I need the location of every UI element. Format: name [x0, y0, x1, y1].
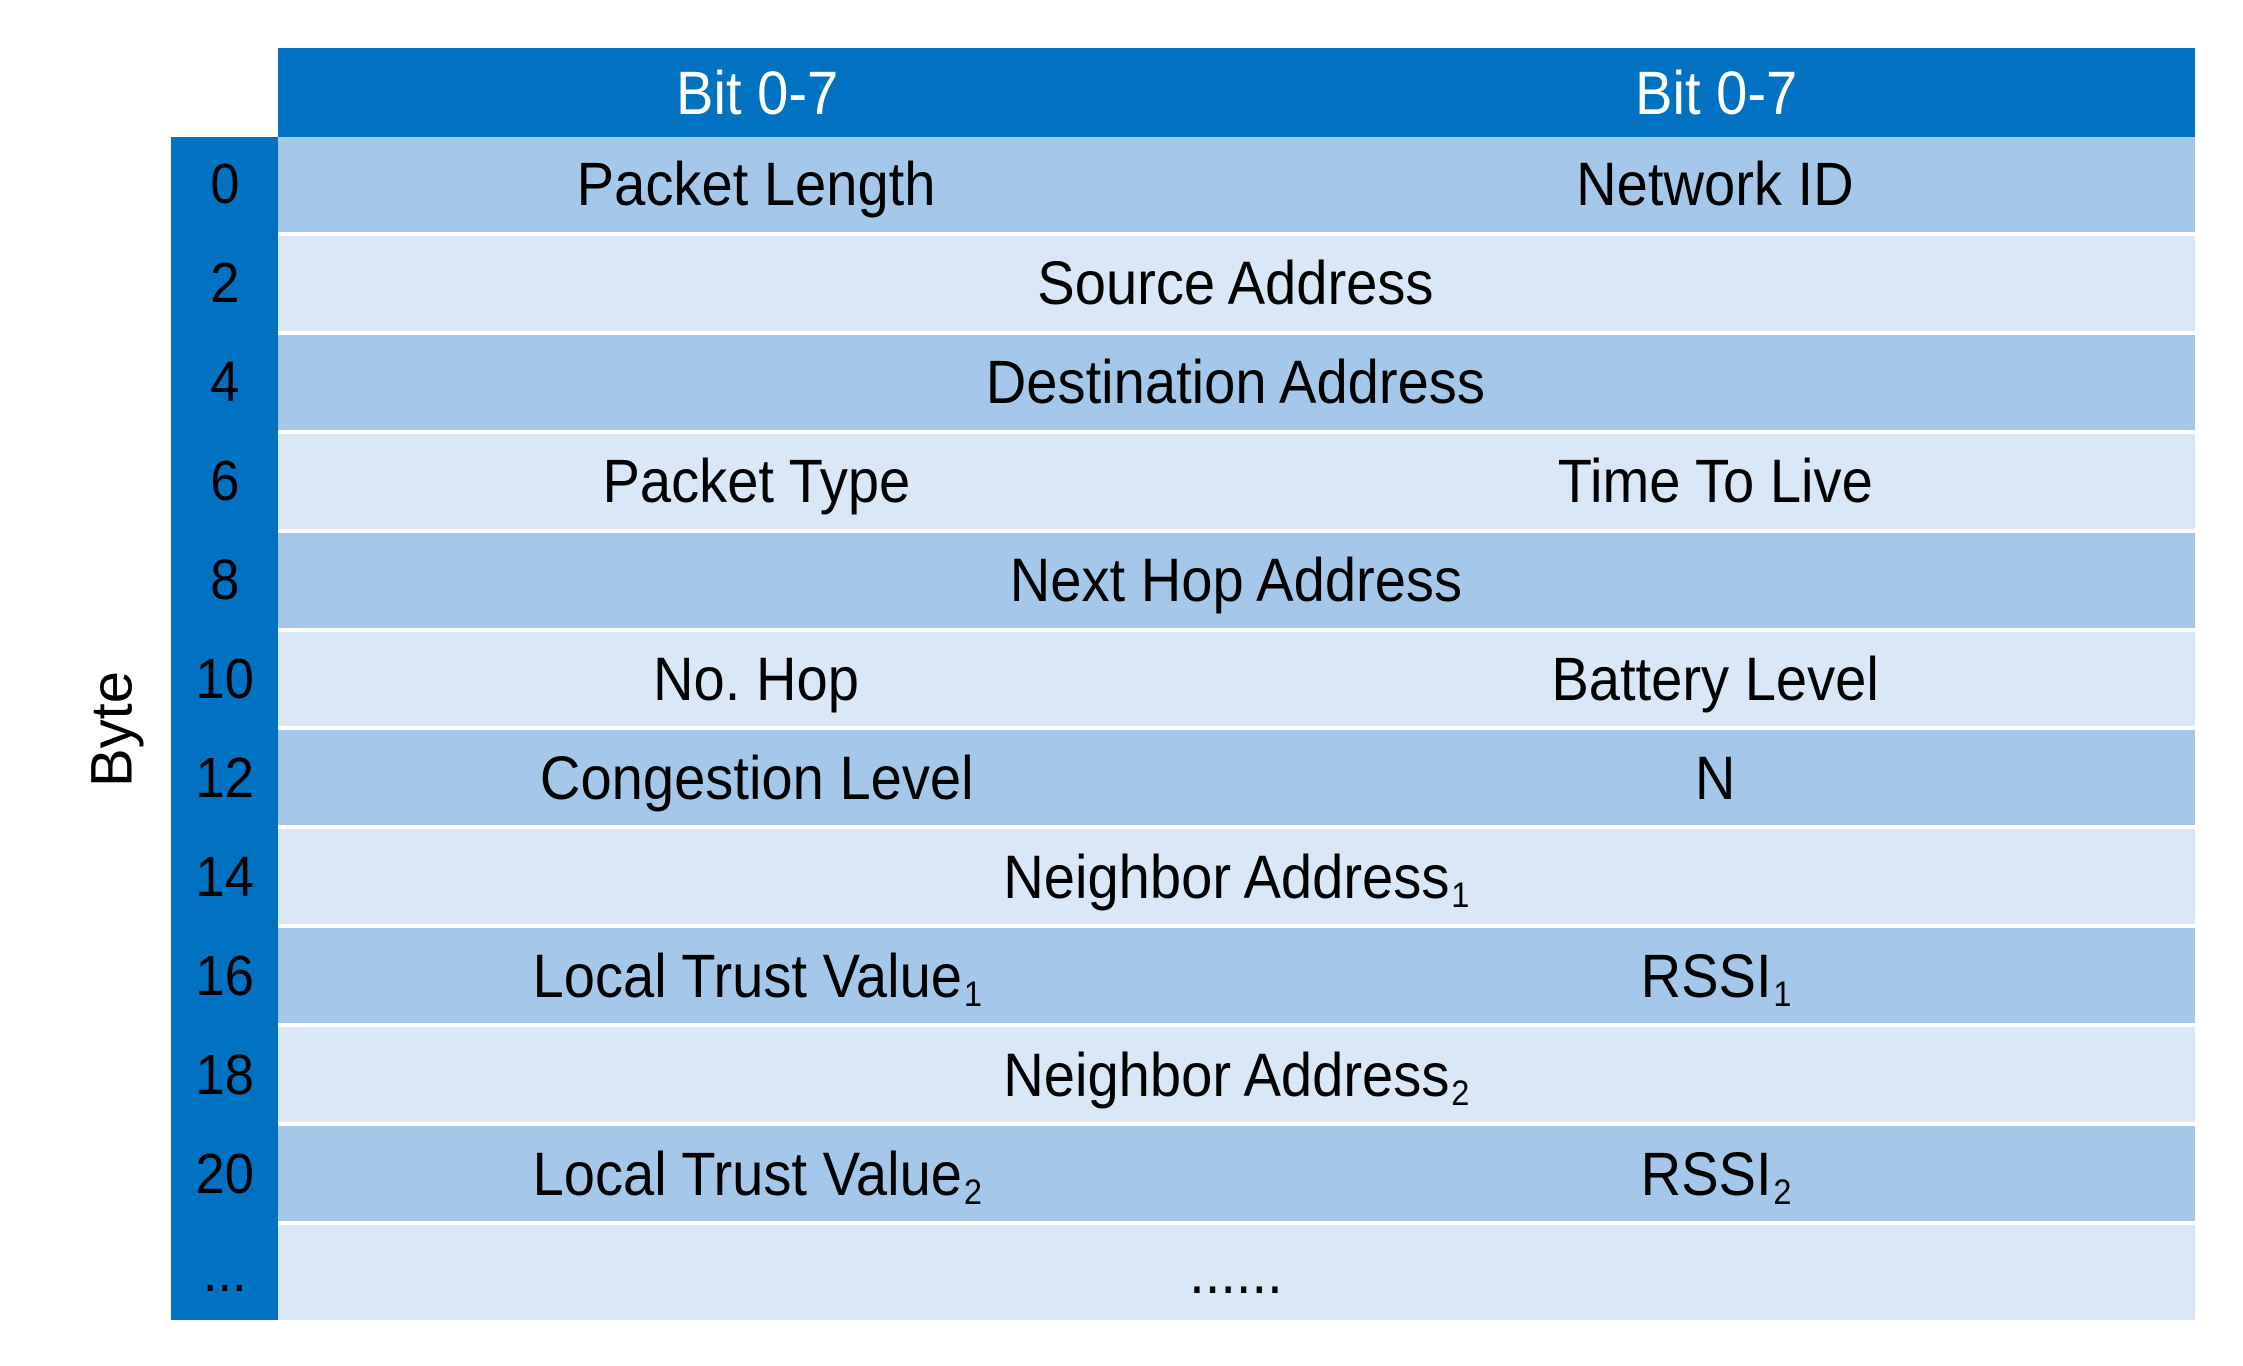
byte-number: 18 [195, 1042, 254, 1107]
header-label: Bit 0-7 [676, 58, 839, 127]
byte-axis-label: Byte [79, 671, 146, 787]
field-cell-next-hop-address: Next Hop Address [1009, 546, 1462, 615]
byte-number: 4 [209, 350, 240, 415]
field-cell-no-hop: No. Hop [653, 644, 860, 713]
table-row-byte-14: Neighbor Address1 [278, 829, 2195, 925]
header-cell-bit-right: Bit 0-7 [1237, 48, 2196, 137]
byte-number: 0 [209, 152, 240, 217]
field-cell-neighbor-address-2: Neighbor Address2 [1003, 1040, 1470, 1113]
byte-number: 14 [195, 844, 254, 909]
field-cell-rssi-2: RSSI2 [1640, 1139, 1792, 1212]
byte-column: 0 2 4 6 8 10 12 14 16 18 20 ... [171, 137, 278, 1320]
table-row-byte-0: Packet Length Network ID [278, 137, 2195, 232]
field-cell-local-trust-value-1: Local Trust Value1 [532, 941, 982, 1014]
field-cell-continuation-dots: ...... [1188, 1238, 1283, 1307]
byte-number: 2 [209, 251, 240, 316]
table-row-byte-4: Destination Address [278, 334, 2195, 430]
byte-number: 12 [195, 745, 254, 810]
table-row-byte-10: No. Hop Battery Level [278, 631, 2195, 727]
field-cell-local-trust-value-2: Local Trust Value2 [532, 1139, 982, 1212]
table-row-byte-18: Neighbor Address2 [278, 1027, 2195, 1123]
byte-number: 10 [195, 646, 254, 711]
field-cell-congestion-level: Congestion Level [539, 743, 974, 812]
table-row-byte-12: Congestion Level N [278, 730, 2195, 826]
field-cell-network-id: Network ID [1576, 150, 1854, 219]
byte-number: 8 [209, 548, 240, 613]
byte-number: 20 [195, 1141, 254, 1206]
table-row-byte-2: Source Address [278, 235, 2195, 331]
field-cell-source-address: Source Address [1037, 249, 1434, 318]
byte-number: ... [202, 1240, 247, 1305]
field-cell-destination-address: Destination Address [986, 348, 1486, 417]
field-cell-neighbor-address-1: Neighbor Address1 [1003, 842, 1470, 915]
table-row-byte-20: Local Trust Value2 RSSI2 [278, 1126, 2195, 1221]
table-row-byte-ellipsis: ...... [278, 1224, 2195, 1320]
table-body: Packet Length Network ID Source Address … [278, 137, 2195, 1320]
field-cell-packet-type: Packet Type [602, 447, 911, 516]
byte-number: 6 [209, 449, 240, 514]
field-cell-n: N [1694, 743, 1736, 812]
header-cell-bit-left: Bit 0-7 [278, 48, 1237, 137]
field-cell-battery-level: Battery Level [1551, 644, 1879, 713]
header-row: Bit 0-7 Bit 0-7 [278, 48, 2195, 137]
table-row-byte-16: Local Trust Value1 RSSI1 [278, 928, 2195, 1024]
field-cell-rssi-1: RSSI1 [1640, 941, 1792, 1014]
table-row-byte-6: Packet Type Time To Live [278, 433, 2195, 529]
field-cell-time-to-live: Time To Live [1557, 447, 1873, 516]
byte-axis-label-text: Byte [79, 670, 145, 788]
header-label: Bit 0-7 [1634, 58, 1797, 127]
table-row-byte-8: Next Hop Address [278, 532, 2195, 628]
byte-number: 16 [195, 943, 254, 1008]
field-cell-packet-length: Packet Length [576, 150, 936, 219]
